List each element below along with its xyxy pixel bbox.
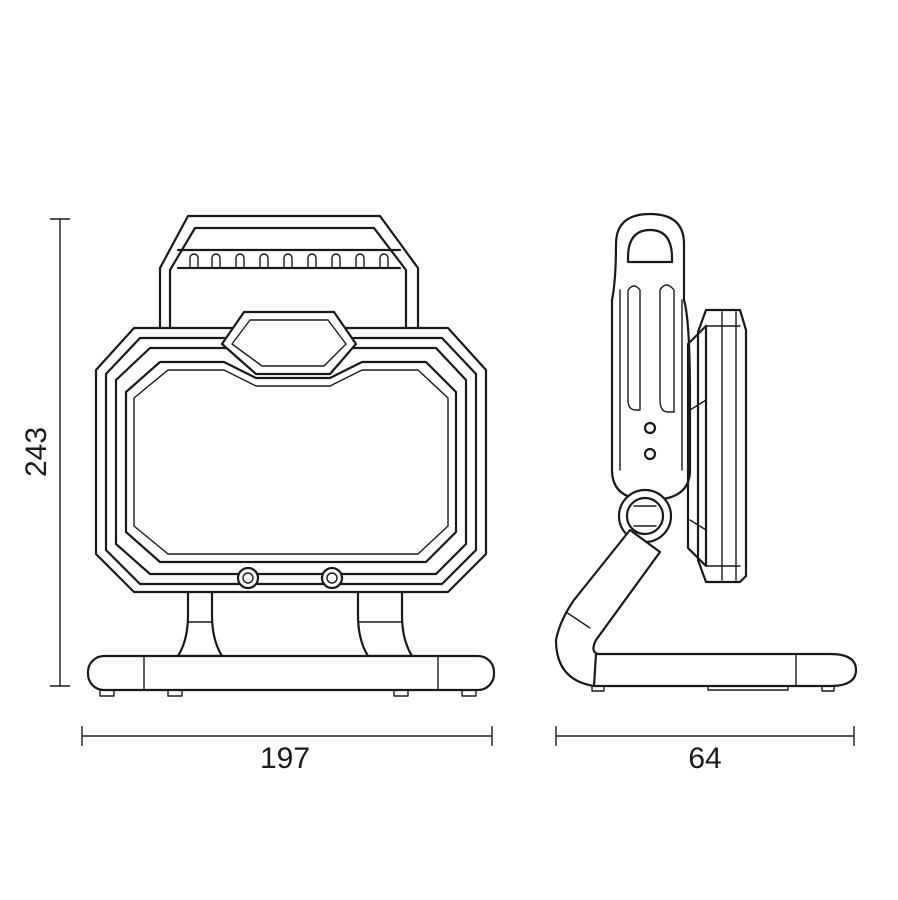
height-dimension-label: 243 [20,427,53,477]
side-support-leg [554,528,662,688]
side-base [591,652,858,692]
front-screw-left [236,566,260,590]
dimension-front-width: 197 [81,726,493,775]
side-arm [610,212,692,502]
side-lamp-head [686,308,748,584]
front-screw-right [320,566,344,590]
front-width-dimension-label: 197 [260,742,310,775]
side-view [554,212,858,692]
side-depth-dimension-label: 64 [688,742,721,775]
front-handle [158,214,420,332]
front-base [86,654,496,697]
handle-grip-ridges [189,253,389,269]
front-view [86,214,496,697]
front-stand-legs [176,588,414,658]
front-lamp-housing [94,310,488,594]
dimension-height: 243 [20,218,70,687]
front-top-button-cover [220,310,358,376]
front-lens [124,360,458,564]
side-rivet-lower [643,447,657,461]
side-rivet-upper [643,421,657,435]
dimension-side-depth: 64 [555,726,855,775]
side-hinge-knob [617,488,673,544]
